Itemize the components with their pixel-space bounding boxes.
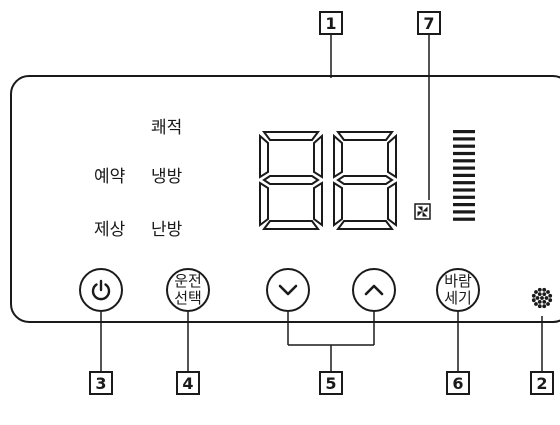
callout-6-fan-speed: 6 (446, 371, 470, 395)
callout-1-display: 1 (319, 11, 343, 35)
level-bar (453, 130, 475, 134)
temp-up-button[interactable] (352, 268, 396, 312)
level-bar-meter (453, 130, 475, 221)
callout-5-temp: 5 (319, 371, 343, 395)
mode-label-heating: 난방 (151, 220, 183, 240)
level-bar (453, 173, 475, 177)
mode-label-reservation: 예약 (94, 167, 126, 187)
temp-down-button[interactable] (266, 268, 310, 312)
digit-2 (333, 131, 397, 230)
mode-select-button[interactable]: 운전 선택 (166, 268, 210, 312)
chevron-up-icon (364, 284, 384, 296)
chevron-down-icon (278, 284, 298, 296)
fan-speed-button[interactable]: 바람 세기 (436, 268, 480, 312)
callout-7-fan-icon: 7 (417, 11, 441, 35)
level-bar (453, 159, 475, 163)
panel-outline (10, 75, 560, 323)
callout-3-power: 3 (89, 371, 113, 395)
mode-label-comfort: 쾌적 (151, 118, 183, 138)
mode-select-label-line1: 운전 (174, 272, 202, 290)
callout-2-indicator: 2 (530, 371, 554, 395)
fan-icon (414, 203, 431, 220)
seven-segment-display (259, 131, 397, 230)
led-indicator-icon (531, 287, 553, 309)
level-bar (453, 210, 475, 214)
mode-label-dehumidify: 제상 (94, 220, 126, 240)
mode-select-label-line2: 선택 (174, 289, 202, 307)
mode-label-cooling: 냉방 (151, 167, 183, 187)
level-bar (453, 151, 475, 156)
level-bar (453, 166, 475, 170)
level-bar (453, 181, 475, 185)
level-bar (453, 217, 475, 221)
fan-speed-label-line2: 세기 (444, 289, 472, 307)
level-bar (453, 195, 475, 199)
power-button[interactable] (79, 268, 123, 312)
level-bar (453, 188, 475, 192)
level-bar (453, 137, 475, 141)
fan-speed-label-line1: 바람 (444, 272, 472, 290)
digit-1 (259, 131, 323, 230)
callout-4-mode: 4 (176, 371, 200, 395)
level-bar (453, 203, 475, 207)
level-bar (453, 144, 475, 148)
power-icon (91, 279, 111, 301)
